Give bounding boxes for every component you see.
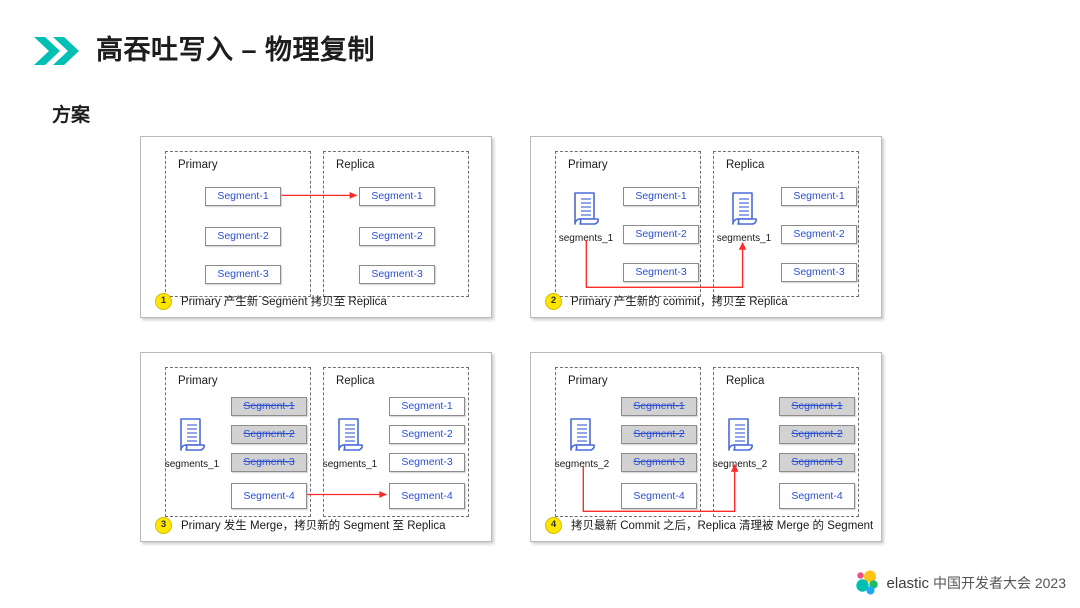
diagram-panel-4: Primary Replica segments_2	[530, 352, 882, 542]
primary-zone: Primary	[555, 151, 701, 297]
commit-label: segments_1	[164, 459, 220, 470]
caption-text: Primary 产生新的 commit，拷贝至 Replica	[571, 296, 788, 308]
segment-box: Segment-2	[623, 225, 699, 244]
segment-box: Segment-1	[781, 187, 857, 206]
primary-zone: Primary	[165, 367, 311, 517]
segment-box: Segment-4	[779, 483, 855, 509]
primary-zone: Primary	[165, 151, 311, 297]
panel-caption: 3 Primary 发生 Merge，拷贝新的 Segment 至 Replic…	[155, 516, 446, 534]
replica-zone: Replica	[323, 151, 469, 297]
segment-box: Segment-3	[389, 453, 465, 472]
segment-box: Segment-1	[359, 187, 435, 206]
replica-zone-title: Replica	[726, 375, 765, 387]
primary-zone-title: Primary	[568, 159, 608, 171]
segment-box: Segment-2	[359, 227, 435, 246]
step-badge: 3	[155, 516, 172, 534]
commit-label: segments_2	[712, 459, 768, 470]
segment-box: Segment-4	[621, 483, 697, 509]
replica-zone: Replica	[713, 151, 859, 297]
primary-zone-title: Primary	[568, 375, 608, 387]
segment-box: Segment-1	[623, 187, 699, 206]
replica-zone-title: Replica	[726, 159, 765, 171]
segment-box: Segment-1	[621, 397, 697, 416]
footer-event: 中国开发者大会 2023	[932, 575, 1066, 591]
diagram-panel-3: Primary Replica segments_1	[140, 352, 492, 542]
segment-box: Segment-2	[779, 425, 855, 444]
segment-box: Segment-1	[231, 397, 307, 416]
segment-box: Segment-3	[205, 265, 281, 284]
segment-box: Segment-3	[623, 263, 699, 282]
segment-box: Segment-1	[389, 397, 465, 416]
caption-text: 拷贝最新 Commit 之后，Replica 清理被 Merge 的 Segme…	[571, 520, 874, 532]
commit-label: segments_2	[554, 459, 610, 470]
segment-box: Segment-2	[389, 425, 465, 444]
commit-label: segments_1	[716, 233, 772, 244]
page-title: 高吞吐写入 – 物理复制	[96, 35, 376, 65]
commit-scroll-icon	[725, 417, 755, 455]
diagram-panel-1: Primary Replica Segment-1 Segment-2 Segm…	[140, 136, 492, 318]
segment-box: Segment-1	[779, 397, 855, 416]
caption-text: Primary 产生新 Segment 拷贝至 Replica	[181, 296, 387, 308]
section-label: 方案	[52, 105, 91, 126]
commit-scroll-icon	[571, 191, 601, 229]
panel-caption: 4 拷贝最新 Commit 之后，Replica 清理被 Merge 的 Seg…	[545, 516, 873, 534]
segment-box: Segment-2	[231, 425, 307, 444]
segment-box: Segment-2	[205, 227, 281, 246]
segment-box: Segment-3	[231, 453, 307, 472]
segment-box: Segment-3	[779, 453, 855, 472]
segment-box: Segment-4	[231, 483, 307, 509]
replica-zone: Replica	[323, 367, 469, 517]
double-chevron-right-icon	[32, 34, 84, 68]
step-badge: 2	[545, 292, 562, 310]
commit-label: segments_1	[322, 459, 378, 470]
replica-zone-title: Replica	[336, 159, 375, 171]
panel-caption: 1 Primary 产生新 Segment 拷贝至 Replica	[155, 292, 387, 310]
step-badge: 1	[155, 292, 172, 310]
replica-zone: Replica	[713, 367, 859, 517]
primary-zone-title: Primary	[178, 375, 218, 387]
primary-zone: Primary	[555, 367, 701, 517]
segment-box: Segment-3	[781, 263, 857, 282]
commit-scroll-icon	[567, 417, 597, 455]
segment-box: Segment-2	[781, 225, 857, 244]
segment-box: Segment-2	[621, 425, 697, 444]
footer-brand: elastic	[886, 575, 930, 592]
commit-scroll-icon	[729, 191, 759, 229]
primary-zone-title: Primary	[178, 159, 218, 171]
commit-scroll-icon	[177, 417, 207, 455]
segment-box: Segment-3	[359, 265, 435, 284]
replica-zone-title: Replica	[336, 375, 375, 387]
footer-text: elastic 中国开发者大会 2023	[887, 573, 1066, 593]
segment-box: Segment-1	[205, 187, 281, 206]
step-badge: 4	[545, 516, 562, 534]
diagram-panel-2: Primary Replica segments_1	[530, 136, 882, 318]
segment-box: Segment-3	[621, 453, 697, 472]
commit-label: segments_1	[558, 233, 614, 244]
panel-caption: 2 Primary 产生新的 commit，拷贝至 Replica	[545, 292, 788, 310]
segment-box: Segment-4	[389, 483, 465, 509]
commit-scroll-icon	[335, 417, 365, 455]
footer: elastic 中国开发者大会 2023	[854, 570, 1066, 596]
elastic-logo-icon	[854, 570, 880, 596]
slide-header: 高吞吐写入 – 物理复制	[0, 28, 1080, 80]
caption-text: Primary 发生 Merge，拷贝新的 Segment 至 Replica	[181, 520, 446, 532]
